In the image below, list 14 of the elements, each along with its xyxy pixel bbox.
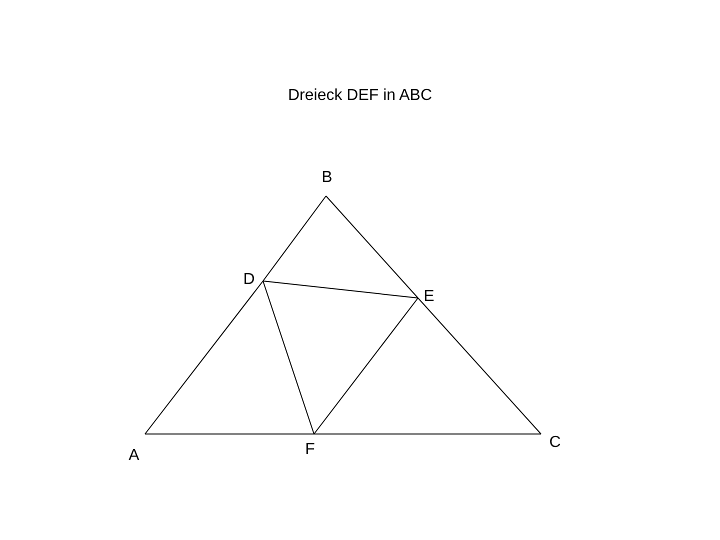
line-segment bbox=[314, 298, 418, 434]
line-segment bbox=[326, 196, 418, 298]
point-label: D bbox=[243, 271, 255, 289]
point-label: F bbox=[305, 441, 315, 459]
point-label: A bbox=[128, 447, 140, 465]
point-label: E bbox=[424, 288, 434, 306]
line-segment bbox=[262, 280, 314, 434]
line-segment bbox=[262, 196, 326, 282]
diagram-title: Dreieck DEF in ABC bbox=[288, 87, 432, 105]
line-segment bbox=[144, 280, 264, 434]
point-label: C bbox=[549, 434, 561, 452]
line-segment bbox=[262, 280, 418, 298]
line-segment bbox=[418, 298, 542, 434]
point-label: B bbox=[322, 169, 332, 187]
